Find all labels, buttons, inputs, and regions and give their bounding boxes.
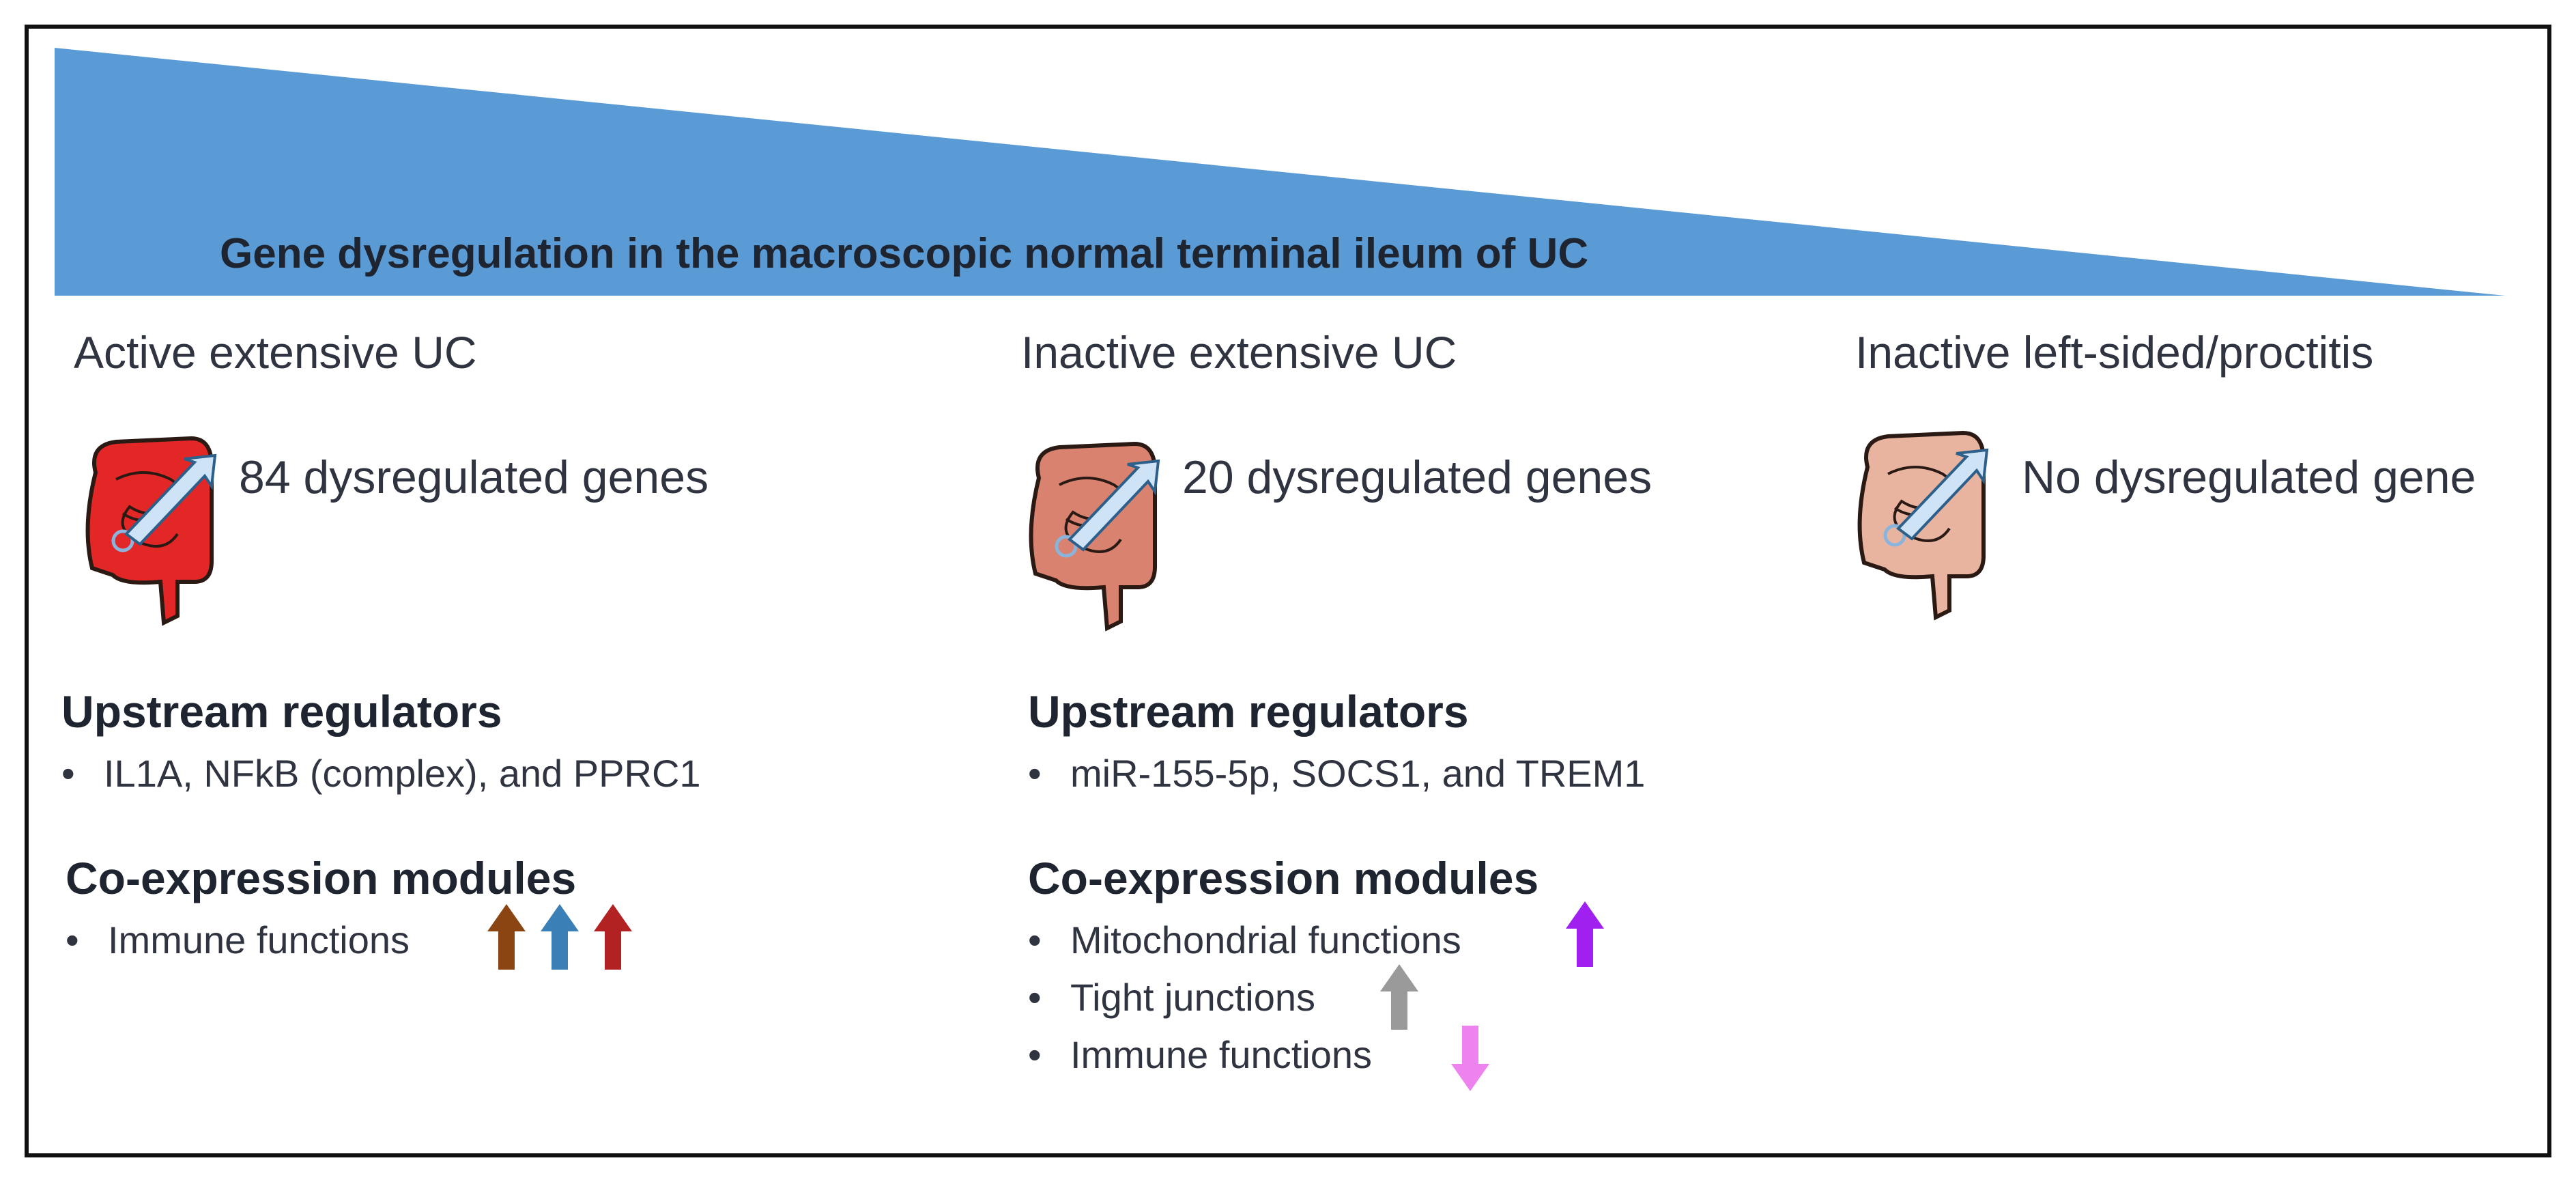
module-item-active-immune: • Immune functions [66, 918, 410, 962]
module-label: Immune functions [108, 918, 410, 961]
module-label: Immune functions [1070, 1033, 1372, 1076]
module-label: Tight junctions [1070, 976, 1315, 1019]
module-item-inactive-mitochondrial: • Mitochondrial functions [1028, 918, 1461, 962]
up-arrow-icon-gray [1380, 964, 1418, 1030]
down-arrow-icon-pink [1451, 1026, 1489, 1091]
upstream-item-text: miR-155-5p, SOCS1, and TREM1 [1070, 752, 1646, 795]
upstream-item-inactive: • miR-155-5p, SOCS1, and TREM1 [1028, 751, 1645, 796]
up-arrow-icon-red [594, 904, 632, 970]
column-heading-inactive-extensive: Inactive extensive UC [1021, 327, 1457, 378]
banner-title: Gene dysregulation in the macroscopic no… [220, 230, 1589, 277]
modules-heading-inactive: Co-expression modules [1028, 853, 1539, 903]
upstream-item-text: IL1A, NFkB (complex), and PPRC1 [104, 752, 701, 795]
column-heading-active-extensive: Active extensive UC [74, 327, 477, 378]
upstream-heading-active: Upstream regulators [61, 686, 502, 737]
gene-count-inactive-left-sided: No dysregulated gene [2022, 451, 2476, 503]
bullet-mark: • [1028, 752, 1042, 795]
upstream-item-active: • IL1A, NFkB (complex), and PPRC1 [61, 751, 701, 796]
colon-icon-active [85, 436, 217, 626]
bullet-mark: • [1028, 918, 1042, 961]
figure-frame [25, 25, 2551, 1157]
column-heading-inactive-left-sided: Inactive left-sided/proctitis [1855, 327, 2374, 378]
module-item-inactive-immune: • Immune functions [1028, 1032, 1372, 1077]
up-arrow-icon-blue [541, 904, 579, 970]
colon-icon-inactive-left-sided [1857, 430, 1989, 621]
bullet-mark: • [1028, 1033, 1042, 1076]
up-arrow-icon-brown [487, 904, 526, 970]
modules-heading-active: Co-expression modules [66, 853, 577, 903]
module-label: Mitochondrial functions [1070, 918, 1461, 961]
colon-icon-inactive-extensive [1029, 441, 1160, 632]
bullet-mark: • [61, 752, 75, 795]
bullet-mark: • [1028, 976, 1042, 1019]
up-arrow-icon-purple [1566, 901, 1604, 967]
module-item-inactive-tight-junctions: • Tight junctions [1028, 975, 1315, 1019]
bullet-mark: • [66, 918, 79, 961]
upstream-heading-inactive: Upstream regulators [1028, 686, 1469, 737]
gene-count-inactive-extensive: 20 dysregulated genes [1182, 451, 1652, 503]
gene-count-active-extensive: 84 dysregulated genes [239, 451, 709, 503]
